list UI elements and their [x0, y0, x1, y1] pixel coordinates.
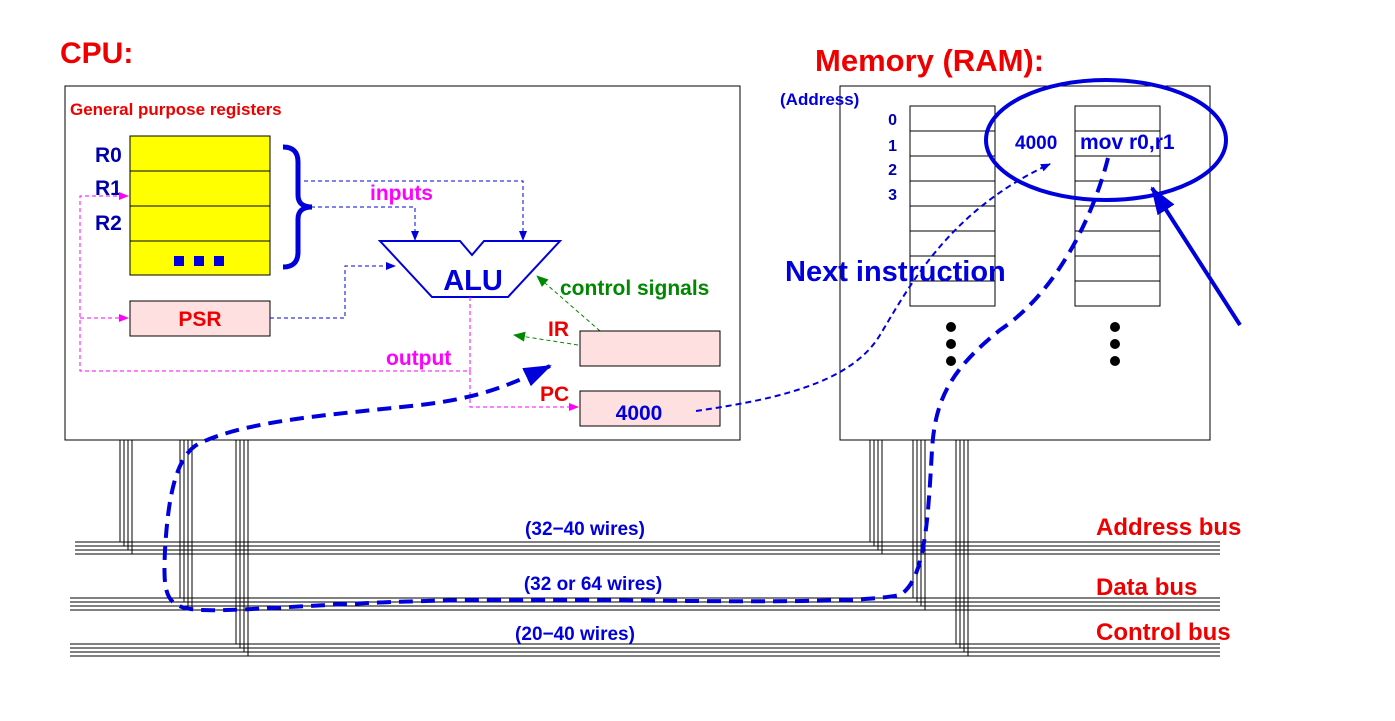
- register-file: [129, 135, 271, 276]
- address-bus-lines: [75, 541, 1220, 555]
- register-ellipsis: [174, 256, 224, 266]
- ir-label: IR: [548, 318, 569, 341]
- data-bus-lines: [70, 597, 1220, 611]
- address-bus-label: Address bus: [1096, 514, 1241, 541]
- memory-address-bus-connector: [869, 440, 883, 554]
- register-r0: R0: [95, 144, 122, 167]
- next-instruction-label: Next instruction: [785, 256, 1006, 288]
- memory-title: Memory (RAM):: [815, 43, 1044, 78]
- highlight-ellipse: [984, 78, 1228, 202]
- register-r1: R1: [95, 177, 122, 200]
- pc-box: [579, 390, 721, 427]
- address-2: 2: [888, 162, 897, 179]
- pc-label: PC: [540, 383, 569, 406]
- cpu-box: [64, 85, 741, 441]
- data-bus-label: Data bus: [1096, 574, 1197, 601]
- input-arrow-top: [304, 180, 527, 241]
- register-r2: R2: [95, 212, 122, 235]
- address-bus-wires-label: (32−40 wires): [525, 519, 645, 540]
- control-bus-lines: [70, 643, 1220, 657]
- alu-shape: [377, 240, 563, 298]
- control-bus-wires-label: (20−40 wires): [515, 624, 635, 645]
- registers-label: General purpose registers: [70, 100, 282, 119]
- memory-cell-content: mov r0,r1: [1080, 131, 1175, 154]
- data-bus-wires-label: (32 or 64 wires): [524, 574, 662, 595]
- pointer-arrow: [1150, 186, 1242, 327]
- pc-to-memory-arrow: [695, 163, 1051, 412]
- cpu-title: CPU:: [60, 37, 133, 70]
- memory-box: [839, 85, 1211, 441]
- address-3: 3: [888, 187, 897, 204]
- psr-box: [129, 300, 271, 337]
- psr-to-alu-arrow: [270, 262, 396, 319]
- address-0: 0: [888, 112, 897, 129]
- address-label: (Address): [780, 90, 859, 109]
- memory-data-bus-connector: [912, 440, 926, 610]
- cpu-address-bus-connector: [119, 440, 133, 554]
- pc-value: 4000: [616, 402, 663, 425]
- memory-cell-address: 4000: [1015, 133, 1057, 154]
- memory-address-column: [909, 105, 996, 307]
- output-line: [79, 192, 471, 372]
- output-label: output: [386, 347, 451, 370]
- alu-label: ALU: [443, 265, 503, 297]
- address-1: 1: [888, 138, 897, 155]
- inputs-label: inputs: [370, 182, 433, 205]
- control-signal-arrow-ir: [513, 331, 579, 346]
- control-bus-label: Control bus: [1096, 619, 1231, 646]
- ir-box: [579, 330, 721, 367]
- memory-continuation-dots: [946, 322, 1120, 366]
- input-arrow-bottom: [304, 206, 419, 241]
- instruction-fetch-path: [162, 157, 1110, 613]
- psr-label: PSR: [178, 308, 221, 331]
- control-signals-label: control signals: [560, 277, 709, 300]
- cpu-control-bus-connector: [235, 440, 249, 656]
- memory-control-bus-connector: [955, 440, 969, 656]
- output-to-pc-arrow: [469, 371, 579, 411]
